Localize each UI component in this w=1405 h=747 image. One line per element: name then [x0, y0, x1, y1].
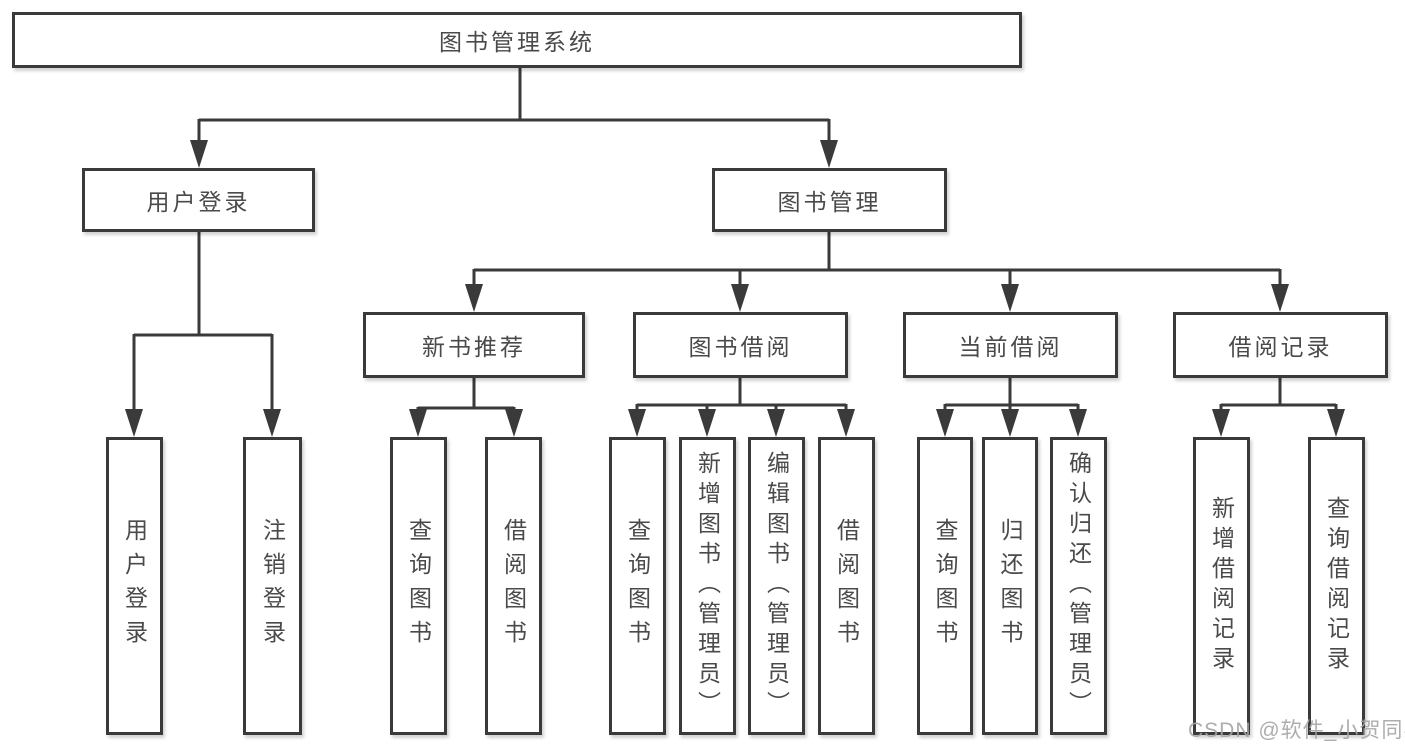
arrowhead-icon-borrowing-to-children-2 [767, 409, 785, 437]
arrowhead-icon-current-to-children-2 [1069, 409, 1087, 437]
diagram-node-borrow-books-recommend: 借阅图书 [485, 437, 542, 735]
arrowhead-icon-bookmgmt-to-level3-1 [731, 284, 749, 312]
diagram-node-root-system: 图书管理系统 [12, 12, 1022, 68]
arrowhead-icon-root-to-level2-0 [190, 140, 208, 168]
node-label-user-login: 用户登录 [146, 189, 251, 215]
arrowhead-icon-records-to-children-0 [1212, 409, 1230, 437]
diagram-node-confirm-return-admin: 确认归还（管理员） [1050, 437, 1107, 735]
diagram-node-book-borrowing: 图书借阅 [633, 312, 848, 378]
diagram-node-new-book-recommend: 新书推荐 [363, 312, 585, 378]
arrowhead-icon-borrowing-to-children-3 [837, 409, 855, 437]
node-label-edit-books-admin: 编辑图书（管理员） [763, 451, 790, 721]
diagram-node-add-books-admin: 新增图书（管理员） [679, 437, 736, 735]
arrowhead-icon-current-to-children-1 [1001, 409, 1019, 437]
arrowhead-icon-borrowing-to-children-0 [628, 409, 646, 437]
node-label-current-borrowing: 当前借阅 [958, 334, 1063, 360]
diagram-node-current-borrowing: 当前借阅 [903, 312, 1118, 378]
arrowhead-icon-root-to-level2-1 [820, 140, 838, 168]
node-label-query-books-recommend: 查询图书 [405, 518, 432, 654]
node-label-borrow-books-recommend: 借阅图书 [500, 518, 527, 654]
arrowhead-icon-recommend-to-children-1 [505, 409, 523, 437]
node-label-user-login-action: 用户登录 [121, 518, 148, 654]
arrowhead-icon-login-to-children-1 [263, 409, 281, 437]
diagram-node-book-management: 图书管理 [712, 168, 947, 232]
node-label-borrow-books-borrowing: 借阅图书 [833, 518, 860, 654]
arrowhead-icon-borrowing-to-children-1 [698, 409, 716, 437]
node-label-book-management: 图书管理 [777, 189, 882, 215]
node-label-logout-action: 注销登录 [259, 518, 286, 654]
diagram-node-edit-books-admin: 编辑图书（管理员） [748, 437, 805, 735]
diagram-node-query-books-recommend: 查询图书 [390, 437, 447, 735]
node-label-add-borrow-record: 新增借阅记录 [1208, 496, 1235, 676]
arrowhead-icon-records-to-children-1 [1327, 409, 1345, 437]
node-label-query-books-current: 查询图书 [932, 518, 958, 654]
diagram-node-borrow-books-borrowing: 借阅图书 [818, 437, 875, 735]
diagram-node-return-books: 归还图书 [982, 437, 1038, 735]
arrowhead-icon-bookmgmt-to-level3-0 [465, 284, 483, 312]
diagram-node-user-login: 用户登录 [82, 168, 315, 232]
node-label-book-borrowing: 图书借阅 [688, 334, 793, 360]
diagram-node-user-login-action: 用户登录 [106, 437, 163, 735]
diagram-node-query-books-current: 查询图书 [917, 437, 973, 735]
diagram-node-borrowing-records: 借阅记录 [1173, 312, 1388, 378]
node-label-confirm-return-admin: 确认归还（管理员） [1065, 451, 1092, 721]
node-label-add-books-admin: 新增图书（管理员） [694, 451, 721, 721]
diagram-node-logout-action: 注销登录 [243, 437, 302, 735]
watermark-text: CSDN @软件_小贺同学 [1188, 719, 1405, 742]
arrowhead-icon-recommend-to-children-0 [409, 409, 427, 437]
node-label-root-system: 图书管理系统 [439, 29, 595, 55]
diagram-node-add-borrow-record: 新增借阅记录 [1193, 437, 1250, 735]
node-label-query-books-borrowing: 查询图书 [624, 518, 651, 654]
arrowhead-icon-current-to-children-0 [936, 409, 954, 437]
diagram-node-query-borrow-record: 查询借阅记录 [1308, 437, 1365, 735]
arrowhead-icon-bookmgmt-to-level3-3 [1271, 284, 1289, 312]
node-label-borrowing-records: 借阅记录 [1228, 334, 1333, 360]
node-label-new-book-recommend: 新书推荐 [422, 334, 526, 360]
diagram-node-query-books-borrowing: 查询图书 [609, 437, 666, 735]
arrowhead-icon-login-to-children-0 [125, 409, 143, 437]
arrowhead-icon-bookmgmt-to-level3-2 [1001, 284, 1019, 312]
node-label-query-borrow-record: 查询借阅记录 [1323, 496, 1350, 676]
node-label-return-books: 归还图书 [997, 518, 1023, 654]
